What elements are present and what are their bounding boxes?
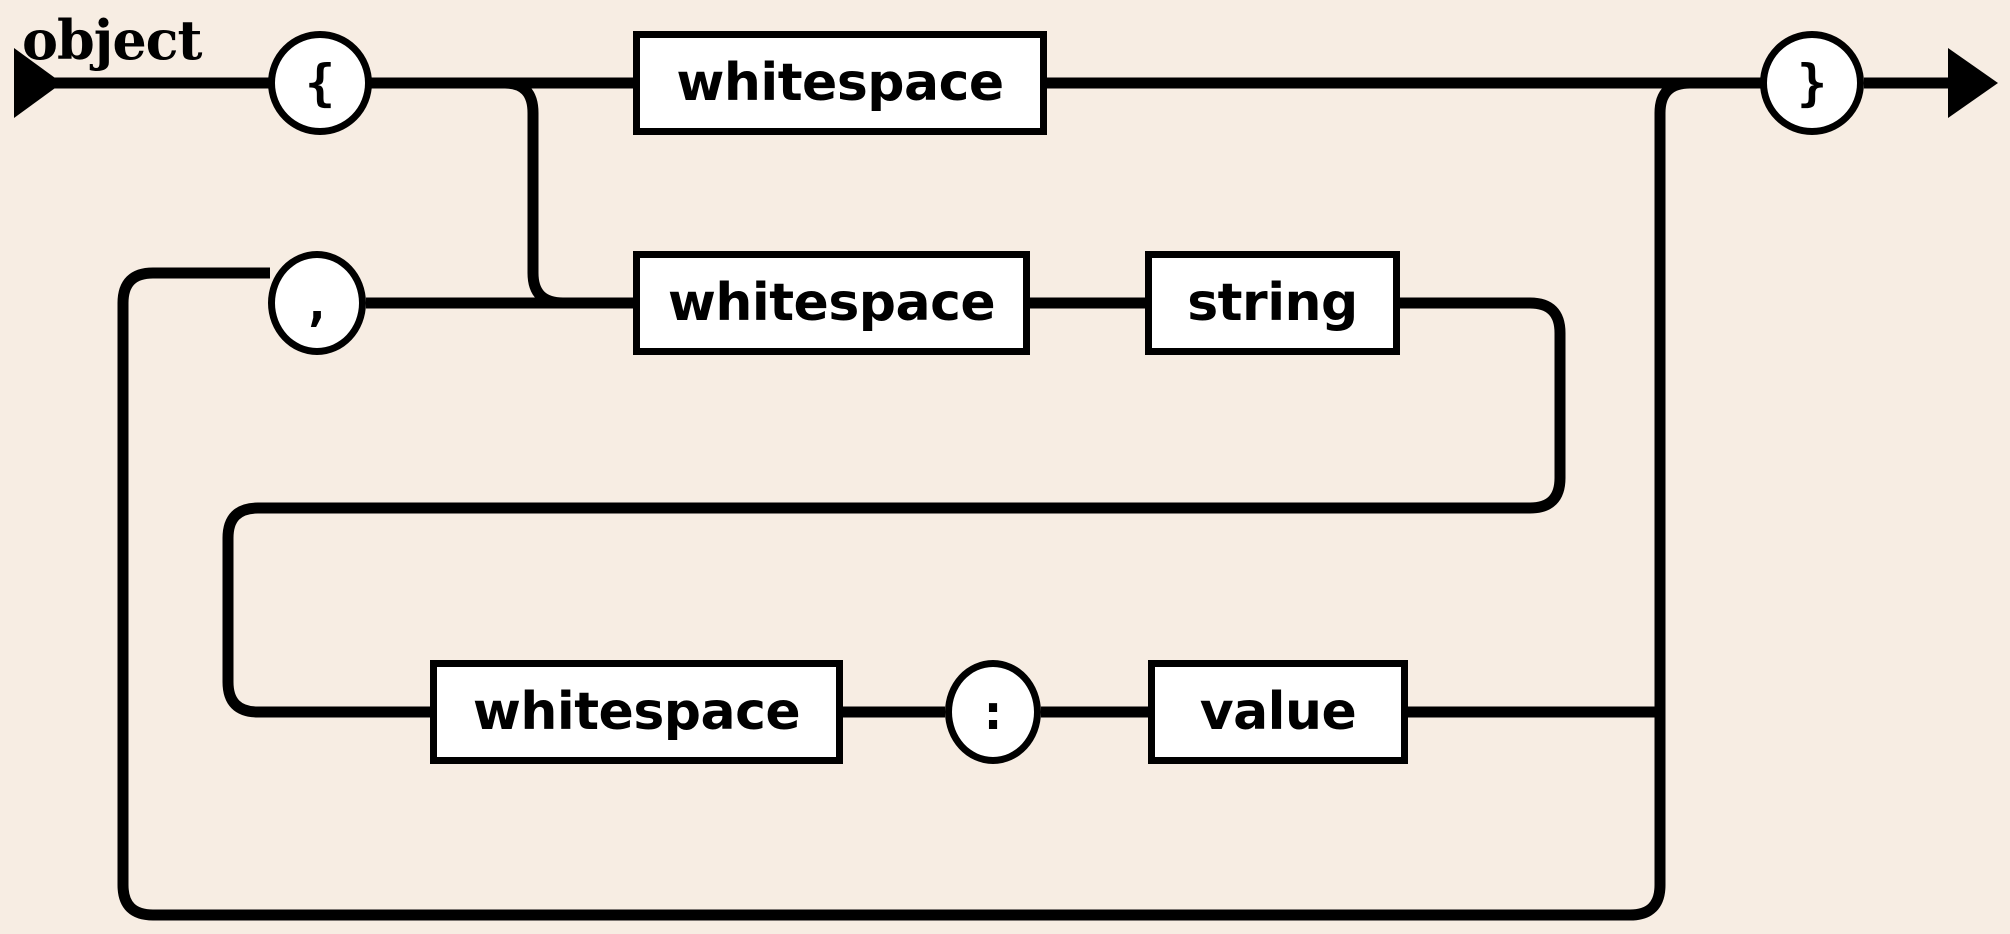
rail-outer-loop-into-comma xyxy=(117,267,270,333)
rail-inner-loop-left xyxy=(222,502,430,718)
nonterminal-whitespace-top[interactable]: whitespace xyxy=(633,31,1047,135)
page-title: object xyxy=(22,8,202,72)
nonterminal-whitespace-bottom[interactable]: whitespace xyxy=(430,660,843,764)
end-arrow-icon xyxy=(1948,48,1998,118)
terminal-open-brace[interactable]: { xyxy=(268,31,372,135)
terminal-colon[interactable]: : xyxy=(945,660,1041,764)
nonterminal-whitespace-middle[interactable]: whitespace xyxy=(633,251,1030,355)
start-arrow-icon xyxy=(14,48,62,118)
nonterminal-string[interactable]: string xyxy=(1145,251,1400,355)
rail-branch-down-to-pair xyxy=(480,77,633,309)
terminal-close-brace[interactable]: } xyxy=(1760,31,1864,135)
rail-outer-loop-bottom xyxy=(117,742,1666,921)
rail-right-up-to-close xyxy=(1654,77,1762,712)
rail-string-to-inner-loop xyxy=(258,297,1566,514)
nonterminal-value[interactable]: value xyxy=(1148,660,1408,764)
terminal-comma[interactable]: , xyxy=(268,251,366,355)
